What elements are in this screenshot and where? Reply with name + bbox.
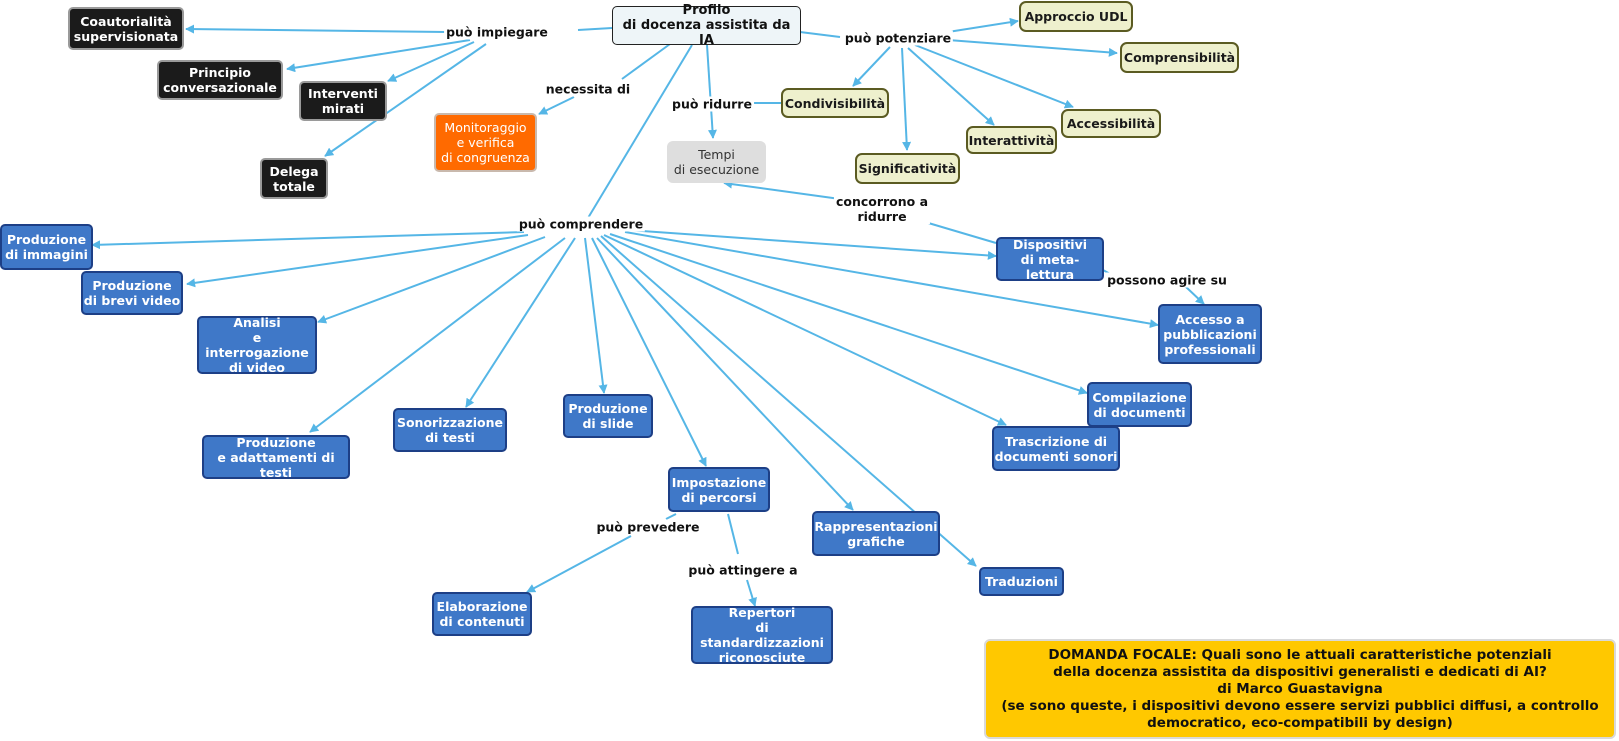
link-arrow <box>91 231 525 250</box>
link-line <box>799 31 841 38</box>
node-accessibilita[interactable]: Accessibilità <box>1061 109 1161 138</box>
label-puo-attingere-a: può attingere a <box>686 562 800 578</box>
label-puo-prevedere: può prevedere <box>594 519 702 535</box>
label-puo-potenziare: può potenziare <box>842 30 954 46</box>
node-repertori[interactable]: Repertori di standardizzazioni riconosci… <box>691 605 833 665</box>
link-arrow <box>609 233 1088 395</box>
link-arrow <box>317 236 546 324</box>
link-arrow <box>526 535 632 593</box>
label-necessita-di: necessita di <box>543 81 633 97</box>
link-arrow <box>603 234 1007 426</box>
node-significativita[interactable]: Significatività <box>855 153 960 184</box>
node-accesso-pubblicazioni[interactable]: Accesso a pubblicazioni professionali <box>1158 304 1262 364</box>
link-arrow <box>286 39 471 73</box>
node-coautorialita[interactable]: Coautorialità supervisionata <box>68 7 184 50</box>
root-node[interactable]: Profilo di docenza assistita da IA <box>612 3 801 48</box>
node-interattivita[interactable]: Interattività <box>966 126 1057 154</box>
node-produzione-testi[interactable]: Produzione e adattamenti di testi <box>202 435 350 480</box>
label-puo-comprendere: può comprendere <box>516 216 646 232</box>
label-puo-ridurre: può ridurre <box>670 96 754 112</box>
link-line <box>924 221 997 244</box>
node-produzione-video[interactable]: Produzione di brevi video <box>81 271 183 315</box>
node-comprensibilita[interactable]: Comprensibilità <box>1120 42 1239 73</box>
node-monitoraggio[interactable]: Monitoraggio e verifica di congruenza <box>434 113 537 172</box>
link-line <box>727 513 739 555</box>
link-line <box>665 513 677 520</box>
link-arrow <box>186 234 529 288</box>
link-arrow <box>746 579 757 607</box>
link-arrow <box>185 24 447 34</box>
node-delega-totale[interactable]: Delega totale <box>260 158 328 199</box>
link-arrow <box>591 237 707 467</box>
link-arrow <box>852 46 891 87</box>
link-arrow <box>706 44 717 139</box>
link-arrow <box>947 17 1019 33</box>
link-arrow <box>1185 286 1205 305</box>
link-arrow <box>947 39 1118 57</box>
node-tempi-esecuzione[interactable]: Tempi di esecuzione <box>667 141 766 183</box>
node-compilazione-documenti[interactable]: Compilazione di documenti <box>1087 382 1192 427</box>
link-arrow <box>627 229 997 260</box>
node-dispositivi-meta-lettura[interactable]: Dispositivi di meta-lettura <box>996 237 1104 282</box>
link-arrow <box>387 41 475 82</box>
node-produzione-immagini[interactable]: Produzione di immagini <box>0 224 93 270</box>
link-arrow <box>584 237 608 394</box>
link-arrow <box>907 47 995 126</box>
link-arrow <box>465 237 576 408</box>
node-principio-conversazionale[interactable]: Principio conversazionale <box>157 60 283 100</box>
link-arrow <box>309 237 566 433</box>
link-line <box>587 44 693 219</box>
link-arrow <box>723 179 841 200</box>
node-sonorizzazione[interactable]: Sonorizzazione di testi <box>393 408 507 452</box>
focal-question-box: DOMANDA FOCALE: Quali sono le attuali ca… <box>984 639 1616 739</box>
node-trascrizione-documenti[interactable]: Trascrizione di documenti sonori <box>992 426 1120 471</box>
node-impostazione-percorsi[interactable]: Impostazione di percorsi <box>668 467 770 512</box>
link-line <box>577 27 613 31</box>
link-arrow <box>901 47 912 151</box>
link-arrow <box>596 237 854 511</box>
node-interventi-mirati[interactable]: Interventi mirati <box>299 81 387 121</box>
node-produzione-slide[interactable]: Produzione di slide <box>563 394 653 438</box>
node-analisi-video[interactable]: Analisi e interrogazione di video <box>197 315 317 375</box>
node-elaborazione-contenuti[interactable]: Elaborazione di contenuti <box>432 592 532 636</box>
label-concorrono-a-ridurre: concorrono a ridurre <box>833 194 931 224</box>
node-rappresentazioni-grafiche[interactable]: Rappresentazioni grafiche <box>812 511 940 556</box>
node-traduzioni[interactable]: Traduzioni <box>979 567 1064 596</box>
link-arrow <box>914 44 1074 109</box>
node-approccio-udl[interactable]: Approccio UDL <box>1019 1 1133 32</box>
link-arrow <box>324 43 487 157</box>
link-arrow <box>538 96 575 115</box>
node-condivisibilita[interactable]: Condivisibilità <box>781 88 889 118</box>
link-arrow <box>624 231 1159 329</box>
label-possono-agire-su: possono agire su <box>1105 272 1229 288</box>
link-line <box>621 43 671 80</box>
label-puo-impiegare: può impiegare <box>444 24 550 40</box>
